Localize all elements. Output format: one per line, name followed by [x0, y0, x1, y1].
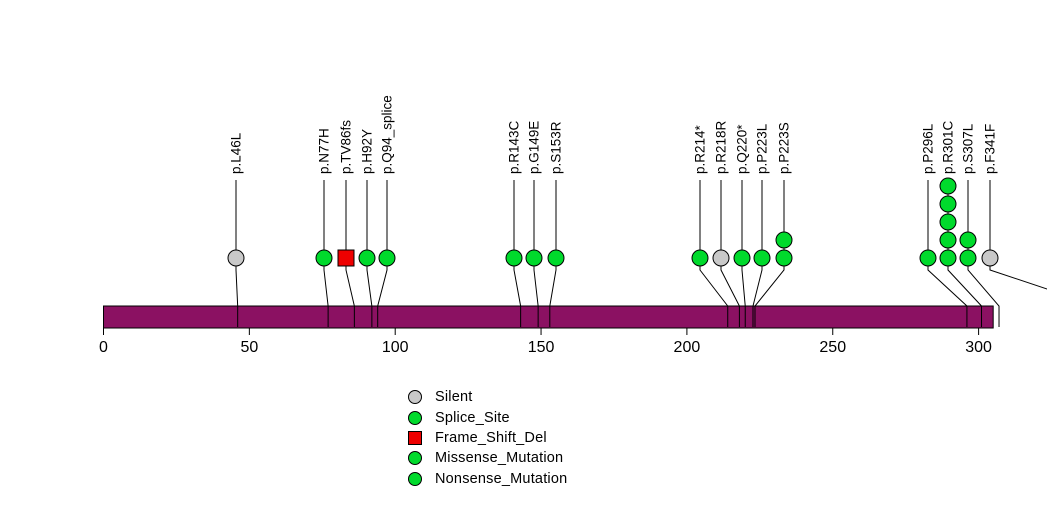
mutation-marker: [775, 249, 793, 267]
legend-square-icon: [408, 430, 422, 445]
mutation-marker: [358, 249, 376, 267]
mutation-marker: [939, 213, 957, 231]
mutation-stem: [967, 180, 1000, 327]
axis-tick-label: 200: [674, 339, 701, 356]
mutation-stem: [377, 180, 388, 327]
legend-circle-icon: [408, 390, 422, 405]
axis-tick-label: 250: [819, 339, 846, 356]
axis-tick-label: 100: [382, 339, 409, 356]
mutation-marker: [505, 249, 523, 267]
mutation-stem: [345, 180, 355, 327]
mutation-marker: [775, 231, 793, 249]
mutation-label: p.S153R: [549, 121, 564, 174]
mutation-label: p.P296L: [921, 123, 936, 174]
legend-row: Silent: [408, 387, 567, 407]
mutation-label: p.R218R: [714, 120, 729, 174]
mutation-label: p.R301C: [941, 120, 956, 174]
legend-circle-icon: [408, 471, 422, 486]
mutation-marker: [939, 177, 957, 195]
mutation-marker: [959, 231, 977, 249]
axis-tick-label: 50: [240, 339, 258, 356]
mutation-stem: [752, 180, 763, 327]
mutation-label: p.Q94_splice: [380, 95, 395, 174]
mutation-stem: [513, 180, 522, 327]
mutation-stem: [533, 180, 539, 327]
mutation-stem: [720, 180, 740, 327]
mutation-stem: [366, 180, 373, 327]
legend-label: Silent: [435, 389, 473, 406]
mutation-marker: [691, 249, 709, 267]
mutation-marker: [227, 249, 245, 267]
protein-bar: [103, 305, 994, 329]
mutation-marker: [939, 249, 957, 267]
mutation-marker: [981, 249, 999, 267]
legend-label: Nonsense_Mutation: [435, 470, 568, 487]
mutation-marker: [712, 249, 730, 267]
mutation-marker: [525, 249, 543, 267]
mutation-stem: [741, 180, 746, 327]
mutation-label: p.F341F: [983, 124, 998, 174]
mutation-marker: [919, 249, 937, 267]
mutation-label: p.L46L: [229, 132, 244, 174]
legend-circle-icon: [408, 410, 422, 425]
legend-circle-icon: [408, 451, 422, 466]
mutation-stem: [989, 180, 1047, 290]
legend-label: Frame_Shift_Del: [435, 429, 547, 446]
mutation-marker: [733, 249, 751, 267]
mutation-stem: [549, 180, 557, 327]
mutation-stem: [323, 180, 329, 327]
mutation-label: p.R214*: [693, 124, 708, 174]
mutation-marker: [315, 249, 333, 267]
legend-label: Missense_Mutation: [435, 450, 564, 467]
mutation-label: p.G149E: [527, 121, 542, 174]
legend-row: Nonsense_Mutation: [408, 469, 567, 489]
mutation-stem: [927, 180, 968, 327]
axis-tick-label: 0: [99, 339, 108, 356]
mutation-marker: [959, 249, 977, 267]
mutation-label: p.P223L: [755, 123, 770, 174]
legend-label: Splice_Site: [435, 409, 510, 426]
mutation-marker: [939, 231, 957, 249]
mutation-marker: [378, 249, 396, 267]
mutation-marker: [753, 249, 771, 267]
mutation-marker: [547, 249, 565, 267]
mutation-marker: [337, 249, 355, 267]
mutation-marker: [939, 195, 957, 213]
axis-tick-label: 150: [528, 339, 555, 356]
mutation-label: p.S307L: [961, 123, 976, 174]
mutation-label: p.R143C: [507, 120, 522, 174]
mutation-stem: [699, 180, 729, 327]
mutation-stem: [235, 180, 239, 327]
legend-row: Splice_Site: [408, 407, 567, 427]
mutation-label: p.P223S: [777, 122, 792, 174]
mutation-label: p.N77H: [317, 128, 332, 174]
legend-row: Frame_Shift_Del: [408, 428, 567, 448]
legend-row: Missense_Mutation: [408, 448, 567, 468]
mutation-label: p.Q220*: [735, 124, 750, 174]
mutation-label: p.H92Y: [360, 129, 375, 174]
mutation-stem: [754, 180, 785, 327]
axis-tick-label: 300: [965, 339, 992, 356]
mutation-label: p.TV86fs: [339, 120, 354, 174]
